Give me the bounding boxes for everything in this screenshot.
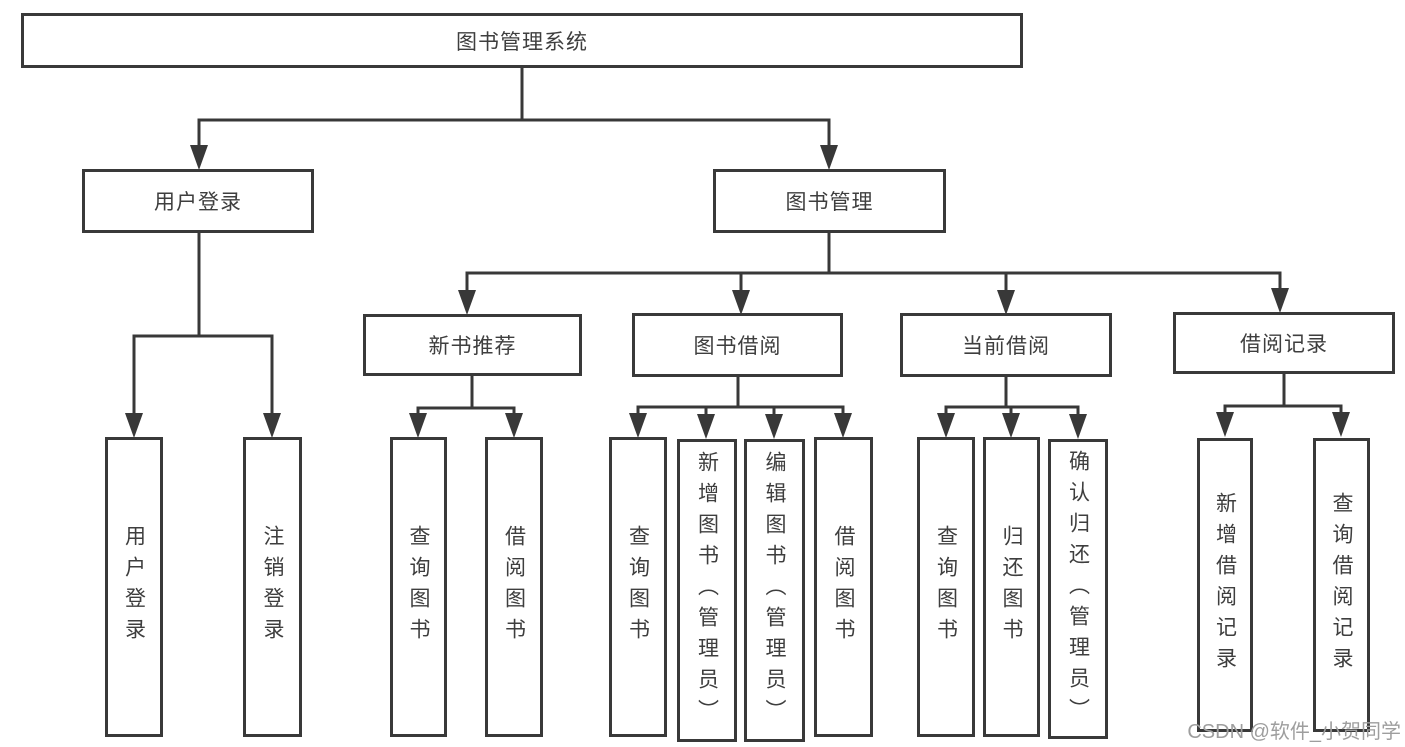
node-label: 查询借阅记录	[1330, 492, 1353, 678]
watermark-text: CSDN @软件_小贺同学	[1187, 721, 1401, 743]
node-label: 新书推荐	[428, 335, 517, 358]
node-bb-add-book-admin: 新增图书（管理员）	[677, 439, 737, 742]
node-rec-query-book: 查询图书	[390, 437, 447, 737]
node-label: 查询图书	[934, 525, 958, 649]
node-label: 借阅图书	[832, 525, 855, 649]
node-label: 用户登录	[154, 191, 242, 214]
node-current-borrow: 当前借阅	[900, 313, 1112, 377]
node-label: 注销登录	[261, 525, 284, 649]
node-label: 图书借阅	[693, 335, 782, 358]
node-label: 图书管理系统	[456, 30, 588, 54]
node-br-add-record: 新增借阅记录	[1197, 438, 1253, 732]
node-label: 图书管理	[785, 191, 874, 214]
node-cb-confirm-return-admin: 确认归还（管理员）	[1048, 439, 1108, 739]
node-book-borrow: 图书借阅	[632, 313, 843, 377]
node-label: 借阅图书	[502, 525, 526, 649]
node-label: 新增借阅记录	[1213, 492, 1237, 678]
node-label: 归还图书	[1000, 525, 1023, 649]
node-cb-return-book: 归还图书	[983, 437, 1040, 737]
node-label: 编辑图书（管理员）	[763, 451, 786, 730]
node-cb-query-book: 查询图书	[917, 437, 975, 737]
node-label: 查询图书	[407, 525, 430, 649]
node-bb-query-book: 查询图书	[609, 437, 667, 737]
node-label: 查询图书	[626, 525, 650, 649]
node-label: 借阅记录	[1240, 333, 1328, 356]
node-user-login: 用户登录	[82, 169, 314, 233]
node-bb-edit-book-admin: 编辑图书（管理员）	[744, 439, 805, 742]
arrowheads	[125, 145, 1350, 439]
node-new-book-recommend: 新书推荐	[363, 314, 582, 376]
node-label: 当前借阅	[962, 335, 1050, 358]
node-label: 新增图书（管理员）	[695, 451, 719, 730]
node-leaf-logout: 注销登录	[243, 437, 302, 737]
node-rec-borrow-book: 借阅图书	[485, 437, 543, 737]
node-library-system: 图书管理系统	[21, 13, 1023, 68]
node-leaf-user-login: 用户登录	[105, 437, 163, 737]
node-label: 确认归还（管理员）	[1066, 449, 1090, 729]
node-book-management: 图书管理	[713, 169, 946, 233]
connector-edges	[132, 68, 1343, 417]
node-bb-borrow-book: 借阅图书	[814, 437, 873, 737]
node-borrow-records: 借阅记录	[1173, 312, 1395, 374]
node-br-query-record: 查询借阅记录	[1313, 438, 1370, 732]
node-label: 用户登录	[122, 525, 146, 649]
